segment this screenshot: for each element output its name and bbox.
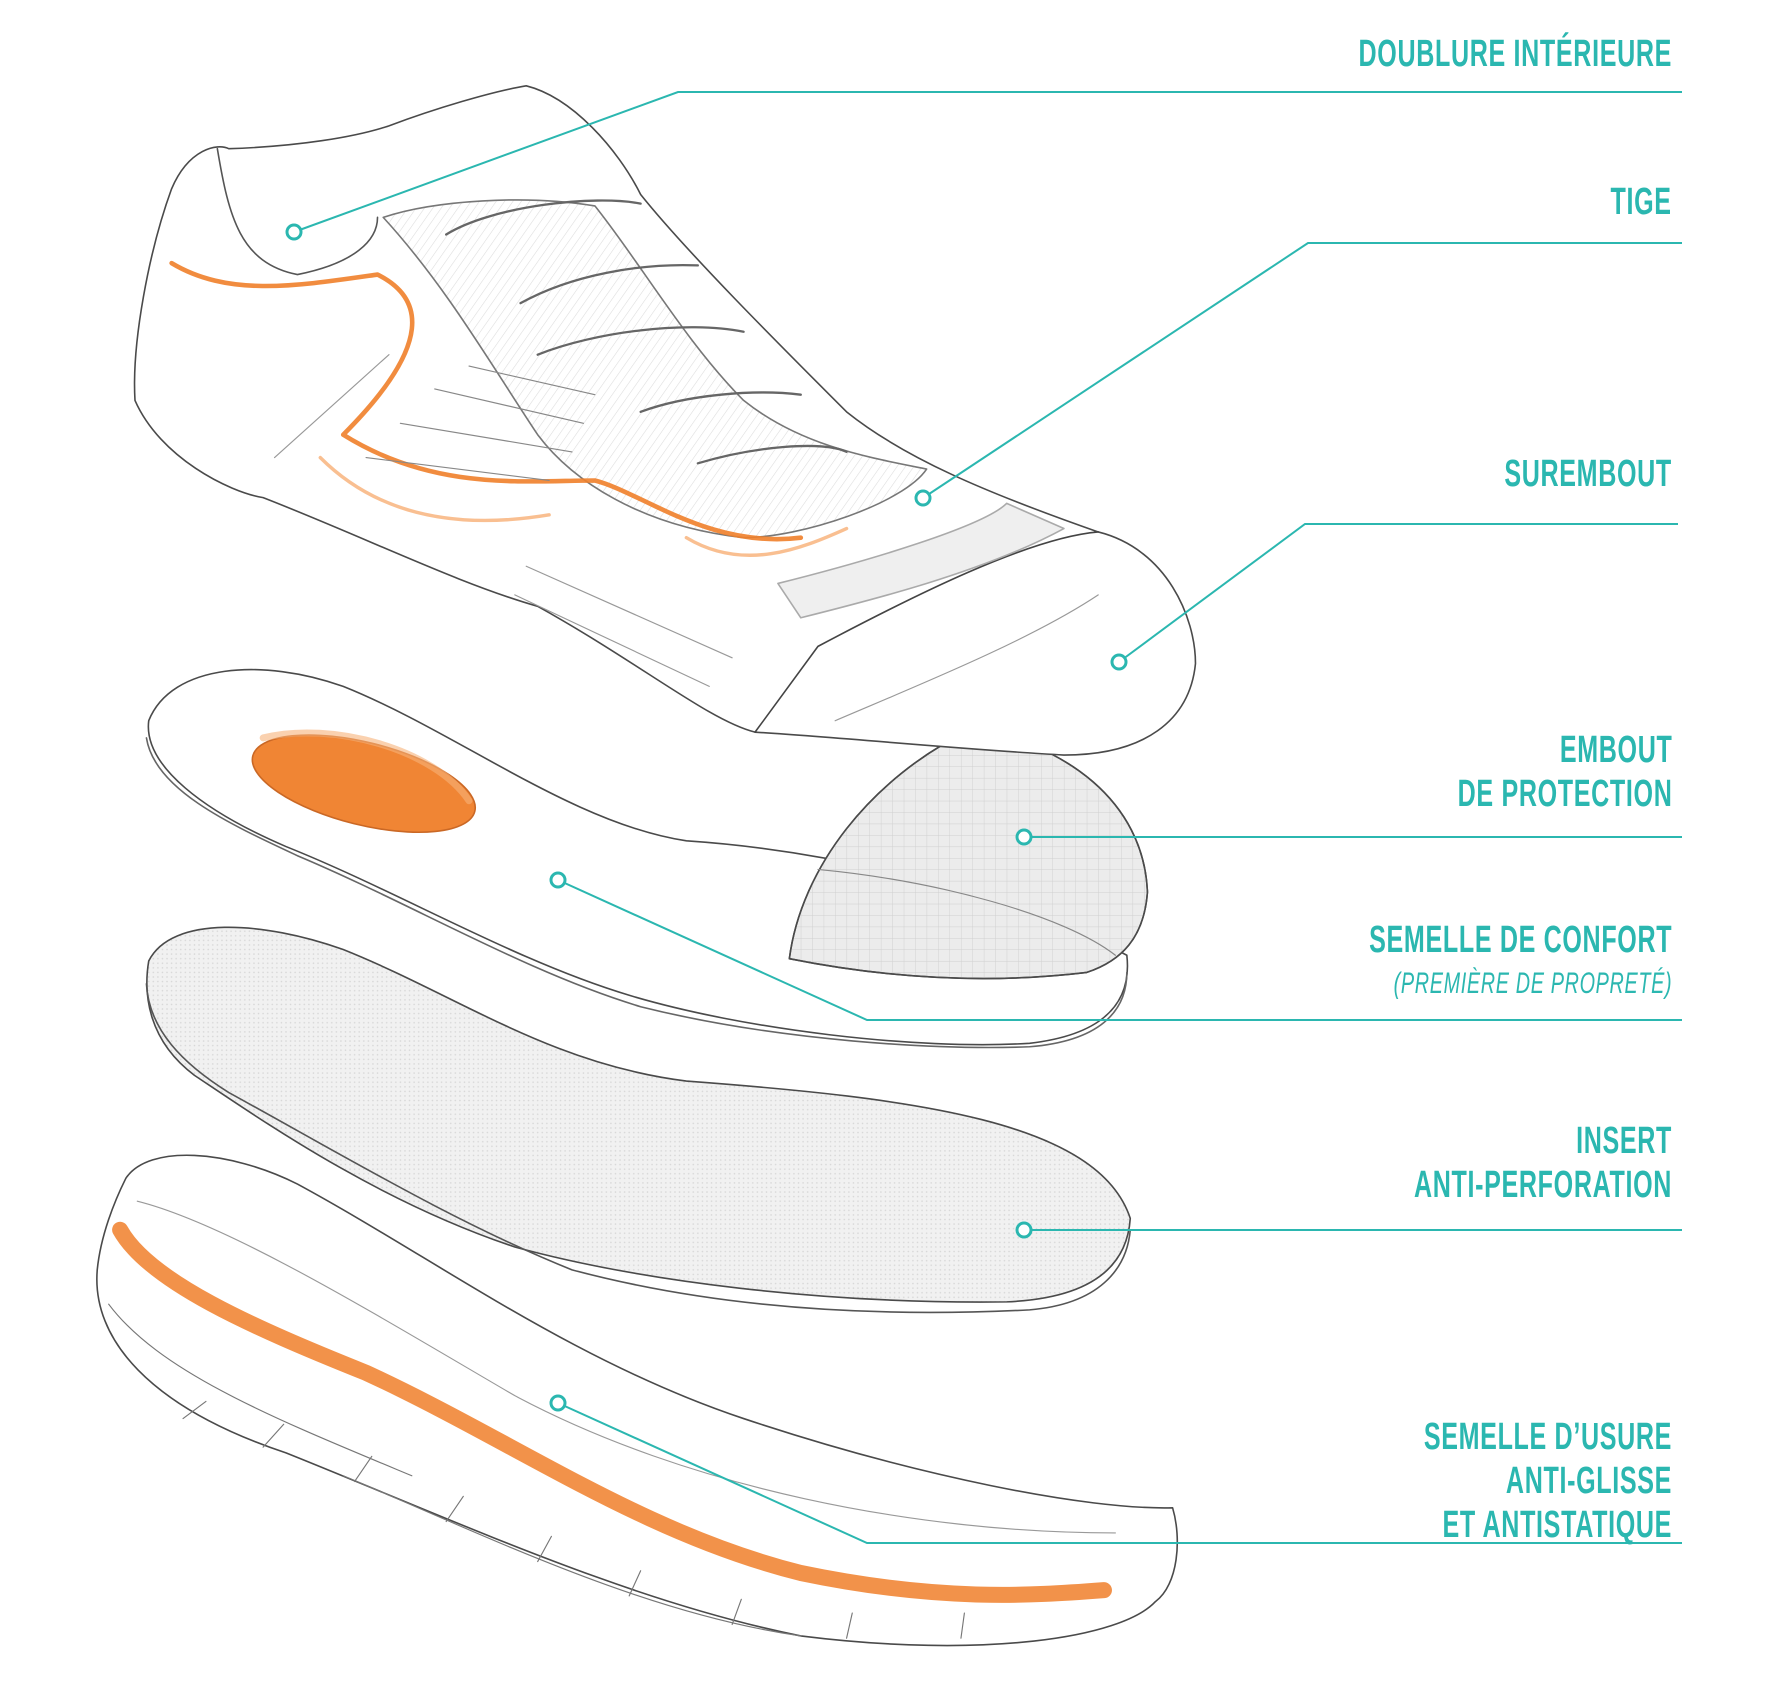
label-line: ANTI-GLISSE xyxy=(1505,1460,1672,1502)
label-line: EMBOUT xyxy=(1559,729,1672,771)
label-line: ET ANTISTATIQUE xyxy=(1442,1504,1672,1546)
label-line: SEMELLE D’USURE xyxy=(1423,1416,1672,1458)
upper-shoe xyxy=(133,84,1197,756)
dot-doublure xyxy=(285,223,303,241)
dot-semelle-usure xyxy=(549,1394,567,1412)
insert-plate xyxy=(145,926,1132,1314)
dot-embout xyxy=(1015,828,1033,846)
callout-dots xyxy=(285,223,1128,1412)
leader-surembout xyxy=(1118,523,1678,663)
label-line: DE PROTECTION xyxy=(1457,773,1672,815)
dot-insert xyxy=(1015,1221,1033,1239)
label-line: ANTI-PERFORATION xyxy=(1413,1164,1672,1206)
dot-tige xyxy=(914,489,932,507)
toe-cap xyxy=(788,727,1149,980)
label-line: DOUBLURE INTÉRIEURE xyxy=(1358,33,1672,75)
label-subtitle: (PREMIÈRE DE PROPRETÉ) xyxy=(1393,967,1672,1000)
dot-semelle-confort xyxy=(549,871,567,889)
leader-doublure xyxy=(293,91,1682,233)
dot-surembout xyxy=(1110,653,1128,671)
label-line: TIGE xyxy=(1610,181,1672,223)
label-line: SUREMBOUT xyxy=(1504,453,1672,495)
label-surembout: SUREMBOUT xyxy=(1504,452,1672,496)
label-doublure-interieure: DOUBLURE INTÉRIEURE xyxy=(1358,32,1672,76)
label-tige: TIGE xyxy=(1611,180,1672,224)
leader-tige xyxy=(922,242,1682,499)
outsole xyxy=(96,1154,1179,1647)
label-line: INSERT xyxy=(1576,1120,1672,1162)
label-semelle-confort: SEMELLE DE CONFORT (PREMIÈRE DE PROPRETÉ) xyxy=(1369,918,1672,1006)
leader-semelle-confort xyxy=(557,879,1682,1021)
leader-semelle-usure xyxy=(557,1402,1682,1544)
label-line: SEMELLE DE CONFORT xyxy=(1368,919,1672,961)
leader-lines xyxy=(293,91,1682,1544)
